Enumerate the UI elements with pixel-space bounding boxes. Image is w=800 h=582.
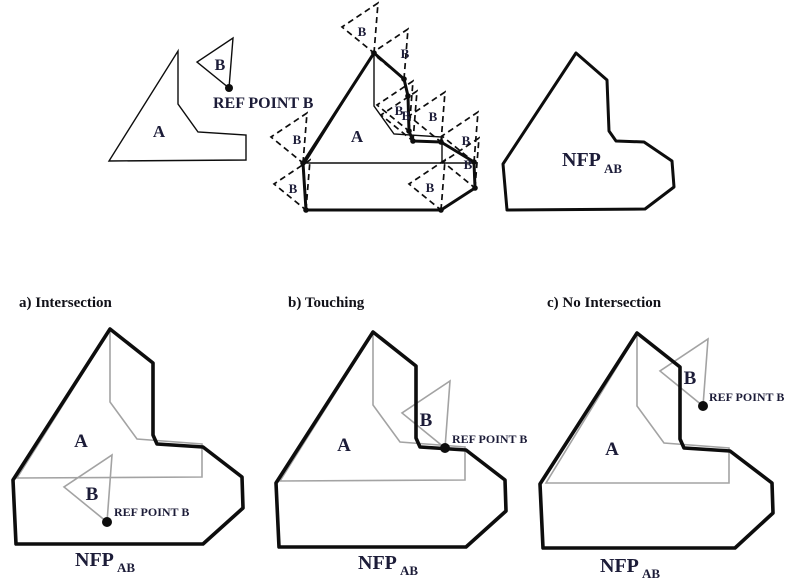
caption-intersection: a) Intersection [19, 295, 113, 311]
panel-case-no-intersection: A B REF POINT B NFP AB [538, 331, 784, 581]
dashed-b-5 [440, 110, 479, 164]
dashed-b-1 [370, 27, 409, 81]
ref-point-label: REF POINT B [114, 505, 189, 519]
ref-point-dot [698, 401, 708, 411]
dashed-b-label: B [429, 109, 438, 124]
nfp-vertex-dot [405, 93, 411, 99]
nfp-outline [501, 51, 676, 212]
dashed-b-3 [379, 89, 418, 143]
nfp-caption-subscript: AB [117, 560, 135, 575]
dashed-b-label: B [401, 46, 410, 61]
polygon-a-outline [107, 48, 247, 162]
ref-point-label: REF POINT B [213, 95, 314, 112]
dashed-b-label: B [289, 181, 298, 196]
panel-case-touching: A B REF POINT B NFP AB [274, 330, 527, 578]
label-b: B [684, 368, 697, 389]
nfp-vertex-dot [410, 138, 416, 144]
label-a: A [74, 431, 88, 452]
dashed-b-8 [272, 158, 311, 212]
polygon-a-gray [15, 327, 203, 479]
nfp-outline [11, 327, 245, 546]
label-a: A [337, 435, 351, 456]
label-b: B [215, 57, 226, 74]
panel-case-intersection: A B REF POINT B NFP AB [11, 327, 245, 575]
nfp-caption: NFP [358, 552, 397, 574]
dashed-b-6 [441, 136, 480, 190]
nfp-vertex-dot [406, 128, 412, 134]
nfp-caption-subscript: AB [400, 563, 418, 578]
dashed-b-label: B [426, 180, 435, 195]
dashed-b-label: B [293, 132, 302, 147]
nfp-vertex-dot [371, 50, 377, 56]
nfp-outline [274, 330, 508, 549]
dashed-b-4 [407, 90, 446, 144]
nfp-vertex-dot [472, 185, 478, 191]
panel-sliding-trace: B B B B B B B B B B A [269, 1, 480, 213]
caption-no-intersection: c) No Intersection [547, 295, 662, 311]
nfp-caption: NFP [75, 549, 114, 571]
ref-point-dot [440, 443, 450, 453]
dashed-b-label: B [464, 157, 473, 172]
dashed-b-9 [269, 111, 308, 165]
label-a: A [605, 439, 619, 460]
dashed-b-7 [407, 158, 446, 212]
polygon-b-outline [195, 36, 234, 90]
caption-touching: b) Touching [288, 295, 365, 311]
nfp-vertex-dot [300, 160, 306, 166]
panel-pieces-a-b: A B REF POINT B [107, 36, 314, 162]
dashed-b-0 [340, 1, 379, 55]
nfp-label-subscript: AB [604, 161, 622, 176]
nfp-vertex-dot [471, 159, 477, 165]
dashed-b-label: B [395, 103, 404, 118]
label-a: A [351, 127, 364, 146]
ref-point-dot [225, 84, 233, 92]
polygon-b-gray [400, 379, 451, 450]
nfp-vertex-dot [438, 207, 444, 213]
label-b: B [420, 410, 433, 431]
ref-point-label: REF POINT B [709, 390, 784, 404]
ref-point-dot [102, 517, 112, 527]
label-b: B [86, 484, 99, 505]
dashed-b-label: B [402, 108, 411, 123]
nfp-vertex-dot [401, 76, 407, 82]
nfp-outline [538, 331, 775, 550]
nfp-caption-subscript: AB [642, 566, 660, 581]
polygon-b-gray [62, 453, 113, 524]
nfp-caption: NFP [600, 555, 639, 577]
label-a: A [153, 122, 166, 141]
dashed-b-2 [375, 79, 414, 133]
nfp-vertex-dot [438, 139, 444, 145]
ref-point-label: REF POINT B [452, 432, 527, 446]
polygon-a-gray [278, 330, 466, 482]
panel-nfp-result: NFP AB [501, 51, 676, 212]
polygon-a-outline [303, 50, 443, 164]
dashed-b-label: B [462, 133, 471, 148]
nfp-label: NFP [562, 149, 601, 171]
nfp-vertex-dot [303, 207, 309, 213]
dashed-b-label: B [358, 24, 367, 39]
polygon-a-gray [544, 331, 730, 484]
